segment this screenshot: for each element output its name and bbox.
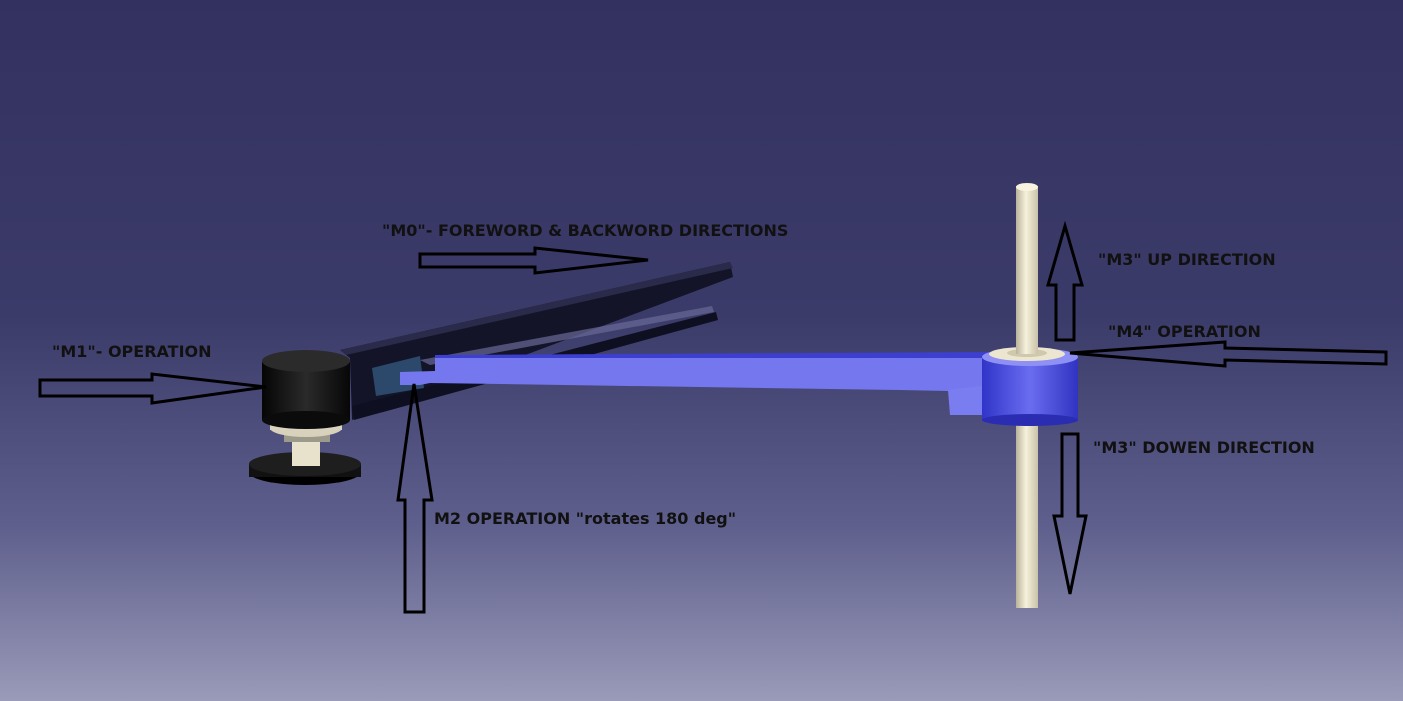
label-m1-operation: "M1"- OPERATION: [52, 342, 212, 361]
motor-m1: [249, 350, 361, 485]
label-m4-operation: "M4" OPERATION: [1108, 322, 1261, 341]
collar-m4: [982, 340, 1078, 426]
dark-slotted-arm: [340, 262, 733, 420]
label-m0-direction: "M0"- FOREWORD & BACKWORD DIRECTIONS: [382, 221, 789, 240]
label-m3-down-direction: "M3" DOWEN DIRECTION: [1093, 438, 1315, 457]
m3-arrow-down-icon: [1052, 432, 1088, 595]
blue-link-arm: [400, 352, 1000, 415]
m0-arrow-right-icon: [418, 246, 649, 275]
m2-arrow-up-icon: [396, 383, 434, 614]
label-m3-up-direction: "M3" UP DIRECTION: [1098, 250, 1276, 269]
m1-arrow-right-icon: [38, 372, 267, 405]
label-m2-operation: M2 OPERATION "rotates 180 deg": [434, 509, 737, 528]
m4-arrow-left-icon: [1069, 340, 1388, 368]
m3-arrow-up-icon: [1046, 220, 1084, 342]
